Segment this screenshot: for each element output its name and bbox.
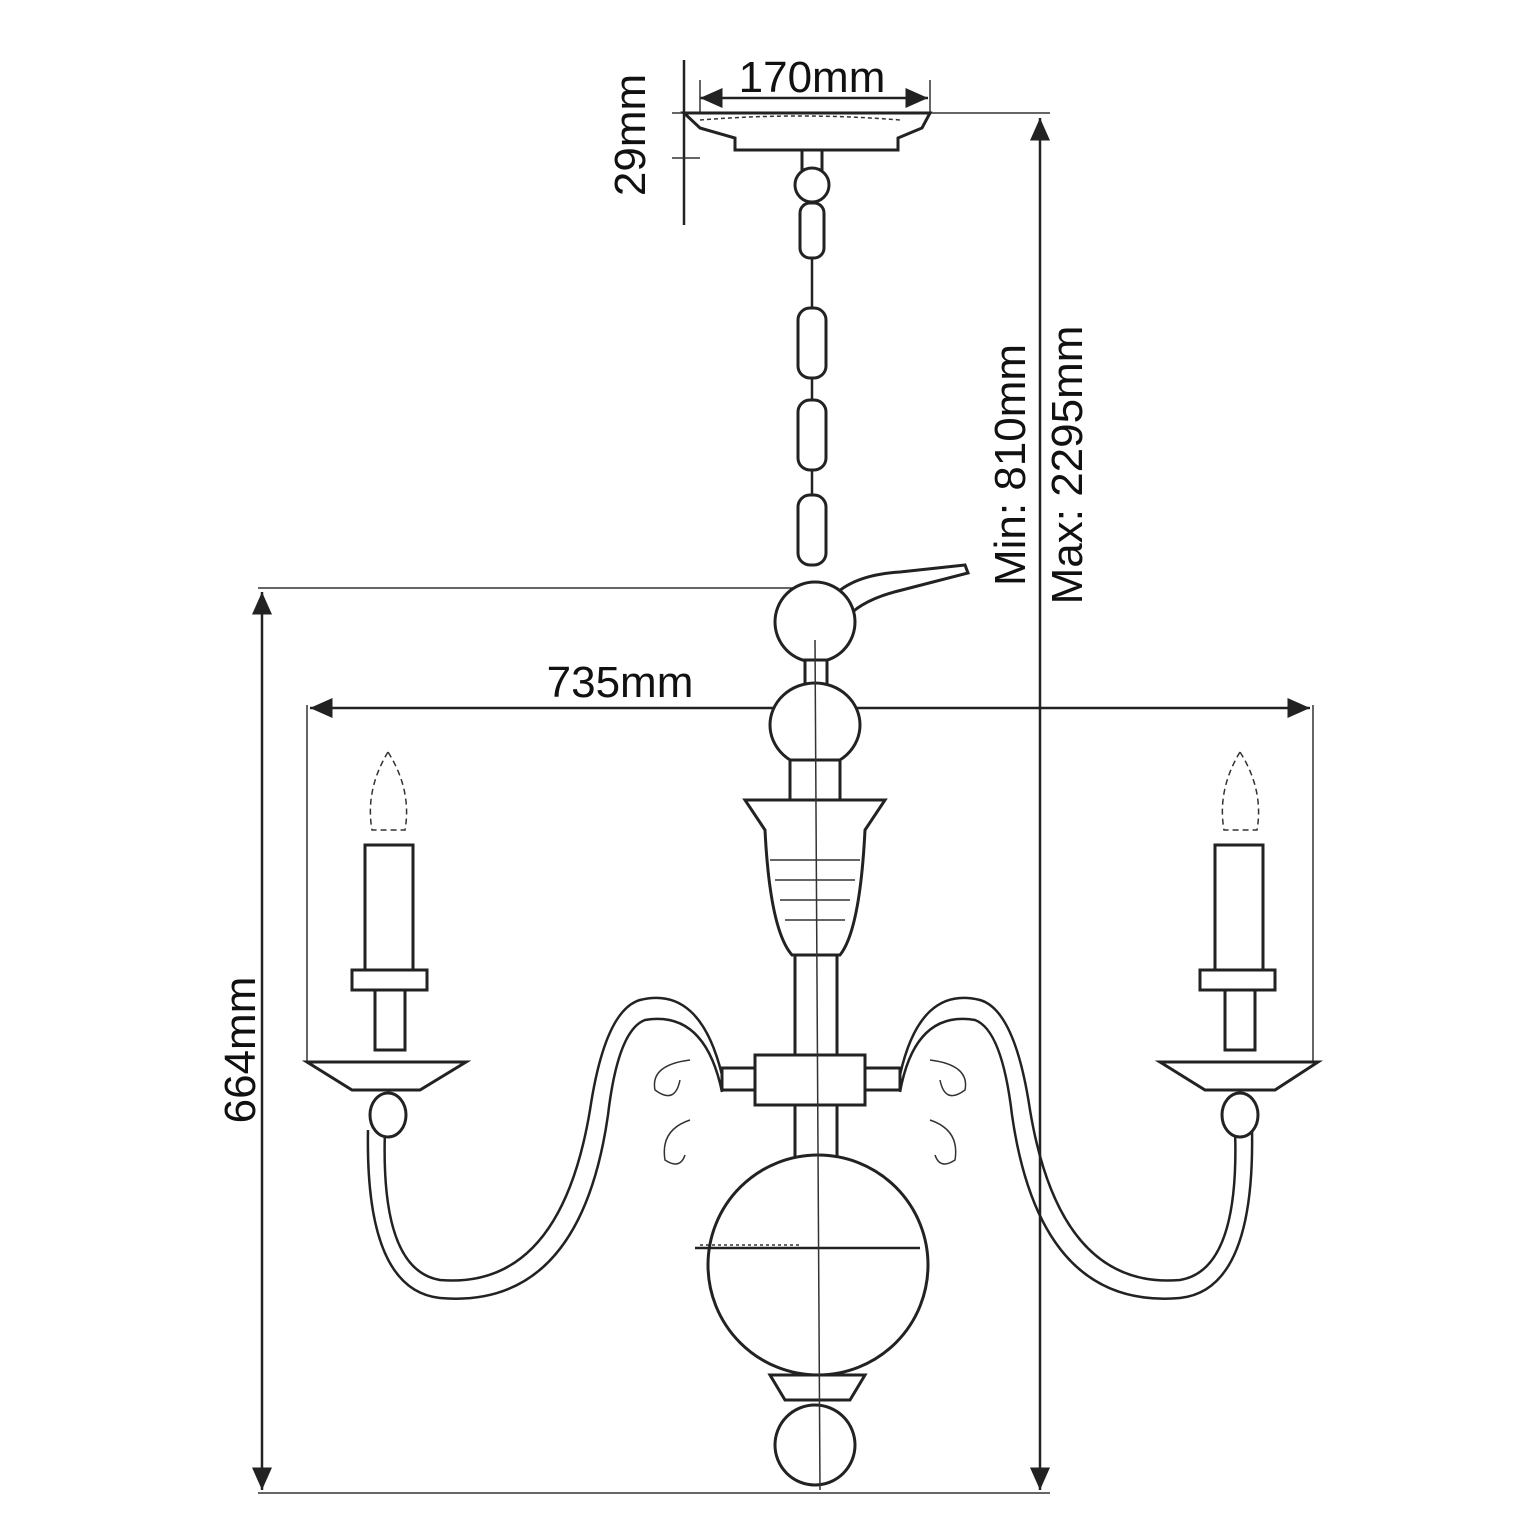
chain bbox=[773, 201, 970, 664]
center-column bbox=[695, 639, 930, 1491]
max-height-label: Max: 2295mm bbox=[1043, 326, 1092, 605]
min-height-label: Min: 810mm bbox=[986, 344, 1035, 586]
canopy bbox=[680, 111, 933, 204]
canopy-width-label: 170mm bbox=[739, 53, 886, 102]
overall-width-label: 735mm bbox=[547, 658, 694, 707]
canopy-height-label: 29mm bbox=[606, 74, 655, 196]
right-candle bbox=[1154, 750, 1324, 1139]
arms bbox=[366, 996, 1254, 1300]
body-height-label: 664mm bbox=[216, 977, 265, 1124]
left-candle bbox=[301, 750, 472, 1139]
